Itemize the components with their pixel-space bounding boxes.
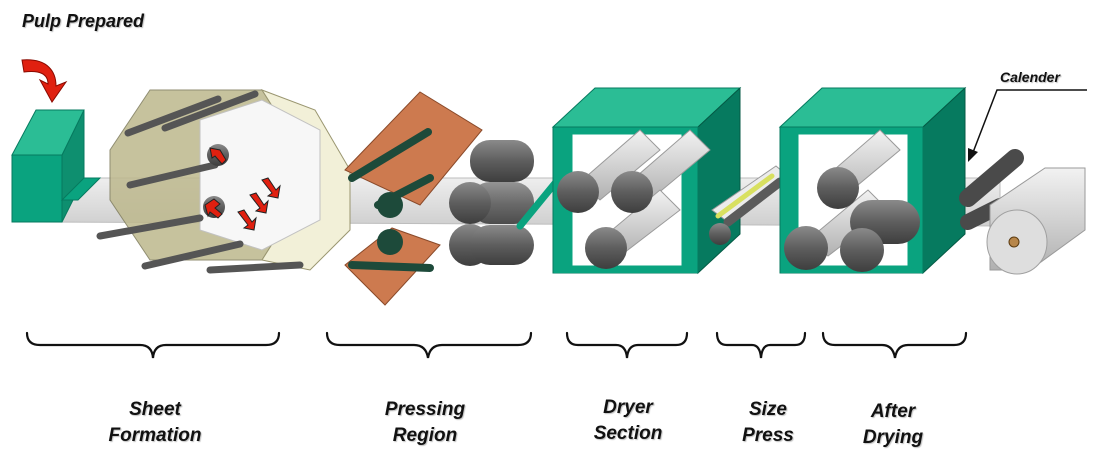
brace-pressing-region bbox=[325, 331, 533, 359]
size-press-line1: Size bbox=[748, 399, 788, 420]
stage-braces bbox=[25, 331, 968, 359]
pulp-inflow-arrow-icon bbox=[21, 59, 68, 103]
sheet-formation-line2: Formation bbox=[108, 425, 202, 446]
brace-sheet-formation bbox=[25, 331, 281, 359]
drainage-arrow-icon bbox=[204, 147, 281, 231]
pulp-prepared-label: Pulp Prepared bbox=[22, 11, 145, 31]
pressing-region-line1: Pressing bbox=[384, 399, 466, 420]
sheet-formation-unit bbox=[96, 89, 351, 274]
after-dryer-cylinders bbox=[784, 129, 920, 272]
pressing-region-line2: Region bbox=[392, 425, 458, 446]
after-drying-box bbox=[778, 86, 967, 275]
calender-label: Calender bbox=[1000, 69, 1060, 85]
dryer-section-box bbox=[551, 86, 742, 275]
calender-pointer-icon bbox=[968, 89, 1087, 162]
brace-size-press bbox=[715, 331, 807, 359]
dryer-section-label: Dryer Section bbox=[553, 395, 703, 447]
brace-after-drying bbox=[821, 331, 968, 359]
press-felt-lower bbox=[344, 227, 441, 306]
dryer-section-line2: Section bbox=[593, 423, 663, 444]
after-drying-line2: Drying bbox=[862, 427, 924, 448]
after-drying-line1: After bbox=[870, 401, 916, 422]
paper-reel bbox=[986, 167, 1086, 275]
sheet-formation-line1: Sheet bbox=[129, 399, 181, 420]
brace-dryer-section bbox=[565, 331, 689, 359]
size-press-label: Size Press bbox=[693, 397, 843, 449]
dryer-section-line1: Dryer bbox=[603, 397, 653, 418]
size-press-line2: Press bbox=[742, 425, 794, 446]
press-felt-upper bbox=[344, 91, 483, 218]
sheet-formation-label: Sheet Formation bbox=[80, 397, 230, 449]
pressing-region-label: Pressing Region bbox=[350, 397, 500, 449]
after-drying-label: After Drying bbox=[818, 399, 968, 451]
headbox bbox=[11, 109, 102, 223]
dryer-cylinders bbox=[557, 129, 711, 269]
press-rolls bbox=[449, 140, 560, 266]
